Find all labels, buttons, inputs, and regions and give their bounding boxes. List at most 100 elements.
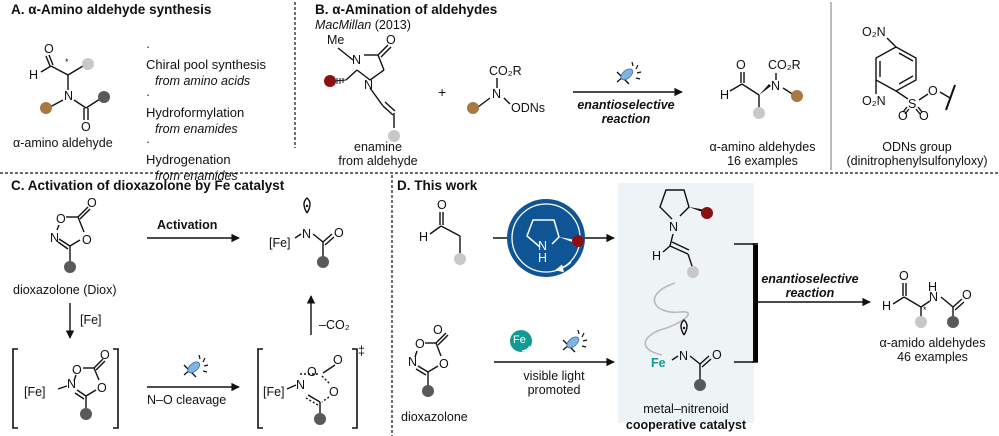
panel-a-title: A. α-Amino aldehyde synthesis [11,2,212,17]
atom-n: N [929,290,939,304]
alpha-amino-aldehyde-product [729,72,795,108]
method-name: Hydroformylation [146,105,245,120]
product-label-d: α-amido aldehydes 46 examples [870,336,995,364]
red-substituent [701,207,713,219]
metal-nitrenoid-structure [671,319,712,381]
atom-o: O [307,365,317,379]
atom-o: O [82,233,92,247]
dark-gray-substituent [694,379,706,391]
atom-s: S [908,97,917,111]
light-gray-substituent [82,58,94,70]
arrow-label-b: enantioselective reaction [566,98,686,126]
atom-n: N [296,378,306,392]
method-name: Hydrogenation [146,152,231,167]
organocatalyst-badge [507,199,585,277]
light-gray-substituent [687,266,699,278]
method-item: · Hydrogenation from enamides [146,133,238,183]
co2-loss-label: –CO₂ [319,318,350,332]
nitro-bottom: O₂N [862,94,886,108]
odns-label: ODNs group (dinitrophenylsulfonyloxy) [835,140,999,168]
method-source: from enamides [155,122,238,136]
macmillan-enamine-structure [337,44,396,128]
arrow-label-line1: enantioselective [761,272,859,286]
odns-label-line1: ODNs group [882,140,952,154]
panel-d-title: D. This work [397,178,478,193]
catalyst-h: H [538,251,548,265]
brown-substituent [467,102,479,114]
atom-o: O [334,226,344,240]
fe-step-label: [Fe] [80,313,102,327]
enamine-label-line1: enamine [354,140,402,154]
bracket-intermediate [12,348,119,429]
diox-label: dioxazolone (Diox) [13,283,117,297]
arrow-label-line2: reaction [785,286,835,300]
atom-h: H [928,280,938,294]
arrow-label-d: enantioselective reaction [755,272,865,300]
light-bulb-icon [183,354,209,378]
atom-h: H [882,299,892,313]
atom-o: O [437,198,447,212]
product-label-b: α-amino aldehydes 16 examples [700,140,825,168]
dioxazolone-label: dioxazolone [401,410,468,424]
enamine-label: enamine from aldehyde [338,140,418,168]
light-bulb-icon [616,61,642,85]
atom-o: O [329,385,339,399]
product-label-line2: 46 examples [897,350,968,364]
cooperative-catalyst-label: cooperative catalyst [625,418,747,432]
dioxazolone-structure [414,332,449,387]
atom-o: O [962,288,972,302]
light-gray-substituent [388,130,400,142]
nitro-top: O₂N [862,25,886,39]
light-label-line2: promoted [527,383,581,397]
fe-bound-dioxazolone [57,358,106,410]
catalyst-n: N [538,239,548,253]
atom-o: O [81,120,91,134]
atom-o: O [899,269,909,283]
product-label-line1: α-amido aldehydes [879,336,986,350]
hashed-wedge [333,78,347,84]
alpha-amino-aldehyde-structure [40,54,101,120]
panel-b-title: B. α-Amination of aldehydes [315,2,498,17]
citation-year: (2013) [374,18,411,32]
structure-label: α-amino aldehyde [13,136,113,150]
atom-o: O [97,381,107,395]
product-label-line1: α-amino aldehydes [709,140,816,154]
stereocenter-star: * [923,305,927,315]
alpha-amido-aldehyde-product [892,283,965,319]
atom-o: O [72,363,82,377]
activation-label: Activation [157,218,218,232]
atom-h: H [29,68,39,82]
atom-h: H [419,230,429,244]
fe-atom: Fe [651,356,666,370]
atom-n: N [50,231,60,245]
bullet: · [146,135,151,149]
dark-gray-substituent [422,385,434,397]
atom-o: O [712,348,722,362]
dark-gray-substituent [80,408,92,420]
arrow-label-line2: reaction [601,112,651,126]
bullet: · [146,40,151,54]
atom-n: N [352,53,362,67]
atom-n: N [364,78,374,92]
method-item: · Hydroformylation from enamides [146,86,244,136]
aminating-reagent-structure [477,78,511,108]
panel-c-title: C. Activation of dioxazolone by Fe catal… [11,178,285,193]
stereocenter-star: * [65,57,69,67]
reagent-odns: ODNs [511,101,546,115]
fe-label: [Fe] [24,385,46,399]
odns-label-line2: (dinitrophenylsulfonyloxy) [846,154,988,168]
transition-state-dagger: ‡ [358,344,365,358]
method-name: Chiral pool synthesis [146,57,266,72]
atom-o: O [928,84,938,98]
atom-h: H [720,88,730,102]
light-bulb-icon [562,329,588,353]
atom-o: O [87,196,97,210]
product-co2r: CO₂R [768,58,801,72]
atom-n: N [771,79,781,93]
atom-n: N [67,377,77,391]
dark-gray-substituent [947,316,959,328]
atom-o: O [386,33,396,47]
atom-o: O [333,353,343,367]
atom-o: O [433,323,443,337]
citation: MacMillan (2013) [315,18,411,32]
